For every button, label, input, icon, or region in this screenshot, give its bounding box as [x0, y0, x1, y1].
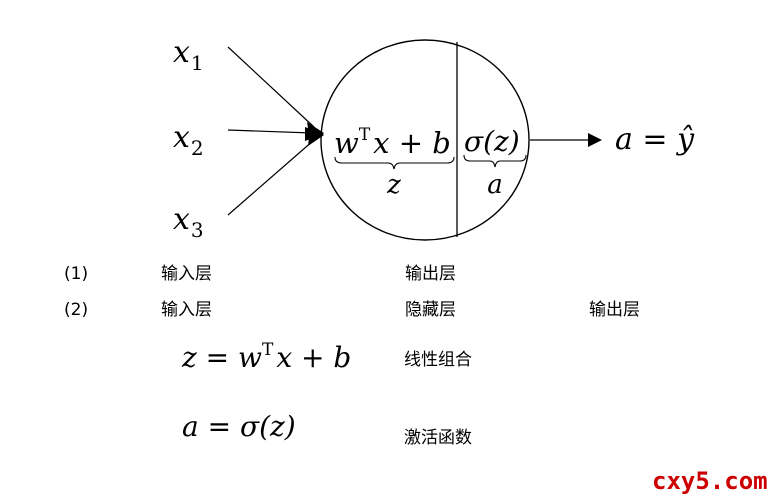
- row-1-input-layer: 输入层: [161, 264, 212, 284]
- activation-expression: σ(z): [464, 125, 520, 158]
- input-x2: x2: [173, 120, 204, 160]
- linear-underbrace: [334, 156, 455, 170]
- arrowhead-x3: [308, 128, 324, 146]
- row-1-index: (1): [64, 264, 88, 284]
- formula-activation-desc: 激活函数: [404, 428, 472, 448]
- row-2-output-layer: 输出层: [589, 300, 640, 320]
- arrow-line-x1: [227, 46, 315, 128]
- neuron-circle: [320, 39, 530, 241]
- linear-label-z: z: [386, 170, 401, 200]
- row-2-hidden-layer: 隐藏层: [405, 300, 456, 320]
- row-2-input-layer: 输入层: [161, 300, 212, 320]
- row-2-index: (2): [64, 300, 88, 320]
- formula-activation: a = σ(z): [182, 410, 296, 443]
- input-x1: x1: [173, 35, 204, 75]
- arrow-line-x2: [227, 129, 313, 134]
- activation-label-a: a: [487, 170, 503, 200]
- output-arrowhead: [588, 133, 602, 147]
- input-x3: x3: [173, 202, 204, 242]
- activation-underbrace: [463, 154, 527, 168]
- watermark: cxy5.com: [652, 467, 768, 495]
- output-expression: a = ŷ: [615, 122, 695, 157]
- arrow-line-x3: [227, 139, 315, 216]
- formula-linear-desc: 线性组合: [404, 350, 472, 370]
- row-1-output-layer: 输出层: [405, 264, 456, 284]
